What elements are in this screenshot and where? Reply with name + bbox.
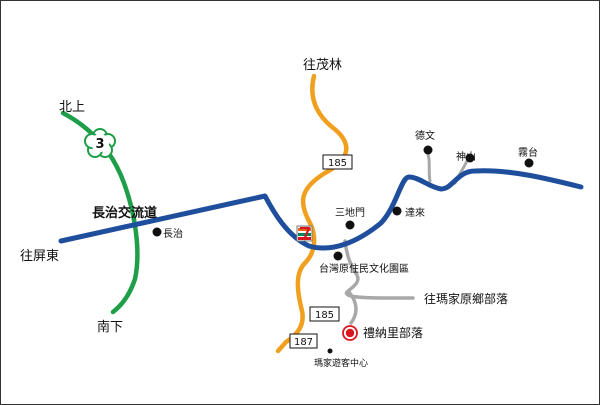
route-185-road [275, 73, 349, 354]
route-187-shield: 187 [289, 333, 318, 349]
dalai-landmark-dot [392, 206, 402, 216]
shenshan-landmark-dot [465, 153, 475, 163]
route-185-south-number: 185 [315, 310, 334, 321]
label-south: 南下 [97, 319, 123, 335]
red-ring-dot-icon [342, 325, 358, 341]
label-dewen: 德文 [415, 129, 435, 142]
label-majia-visitor-center: 瑪家遊客中心 [314, 357, 368, 369]
label-north: 北上 [59, 100, 85, 115]
label-dalai: 達來 [405, 207, 425, 219]
local-road-to-lizhenali [347, 290, 358, 325]
highway-24 [58, 168, 584, 251]
label-to-maochin: 往茂林 [303, 58, 342, 73]
label-changzhi-interchange: 長治交流道 [92, 205, 157, 221]
route-185-shield-north: 185 [322, 154, 353, 170]
dewen-landmark-dot [423, 145, 433, 155]
seven-eleven-logo-icon [296, 225, 313, 242]
changzhi-landmark-dot [152, 227, 162, 237]
label-wutai: 霧台 [518, 146, 538, 159]
route-187-number: 187 [294, 337, 313, 348]
label-lizhenali: 禮納里部落 [363, 325, 423, 340]
label-to-pingtung: 往屏東 [20, 248, 59, 264]
route-185-shield-south: 185 [309, 306, 340, 322]
lizhenali-marker [342, 325, 358, 341]
cultural-park-landmark-dot [333, 251, 343, 261]
visitor-center-landmark-dot [327, 348, 333, 354]
route-185-north-number: 185 [328, 158, 347, 169]
label-shenshan: 神山 [456, 150, 476, 163]
label-to-majia: 往瑪家原鄉部落 [424, 291, 508, 306]
label-sandimen: 三地門 [335, 206, 365, 219]
local-road-to-dewen [425, 149, 432, 183]
local-road-to-majia [343, 239, 415, 300]
sandimen-landmark-dot [345, 220, 355, 230]
label-changzhi: 長治 [163, 227, 183, 240]
flower-route-shield-icon [84, 128, 116, 158]
wutai-landmark-dot [524, 158, 534, 168]
route-3-shield: 3 [84, 128, 116, 158]
label-cultural-park: 台灣原住民文化園區 [319, 262, 409, 275]
route-3-number: 3 [95, 137, 104, 152]
